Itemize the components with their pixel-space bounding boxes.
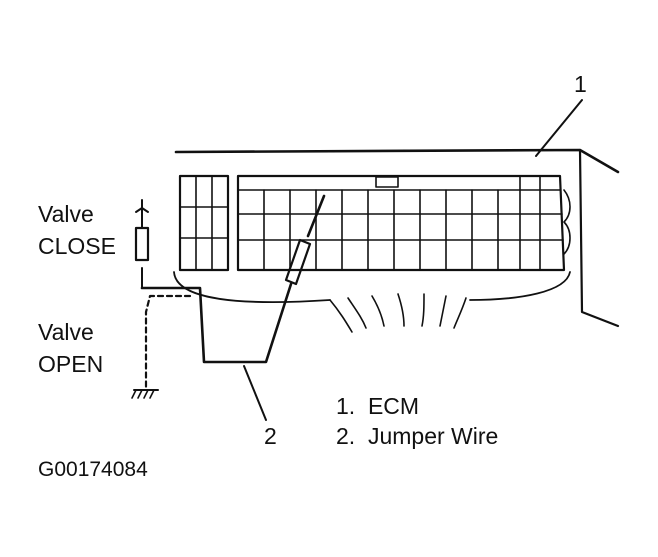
legend-item: 1. ECM — [336, 393, 419, 419]
valve-open-state: OPEN — [38, 351, 103, 377]
ecm-base-contour — [329, 293, 467, 333]
callout-2-leader — [243, 365, 267, 421]
valve-open-path — [131, 294, 192, 399]
ecm-connector-main — [236, 174, 571, 272]
callout-1-leader — [535, 99, 583, 157]
callout-2: 2 — [264, 423, 277, 449]
valve-open-label: Valve — [38, 319, 94, 345]
jumper-wire — [134, 194, 326, 364]
legend-item: 2. Jumper Wire — [336, 423, 498, 449]
callout-1: 1 — [574, 71, 587, 97]
figure-id: G00174084 — [38, 458, 148, 481]
ecm-connector-left — [178, 174, 230, 272]
valve-close-label: Valve — [38, 201, 94, 227]
ecm-housing — [173, 148, 620, 328]
valve-close-state: CLOSE — [38, 233, 116, 259]
